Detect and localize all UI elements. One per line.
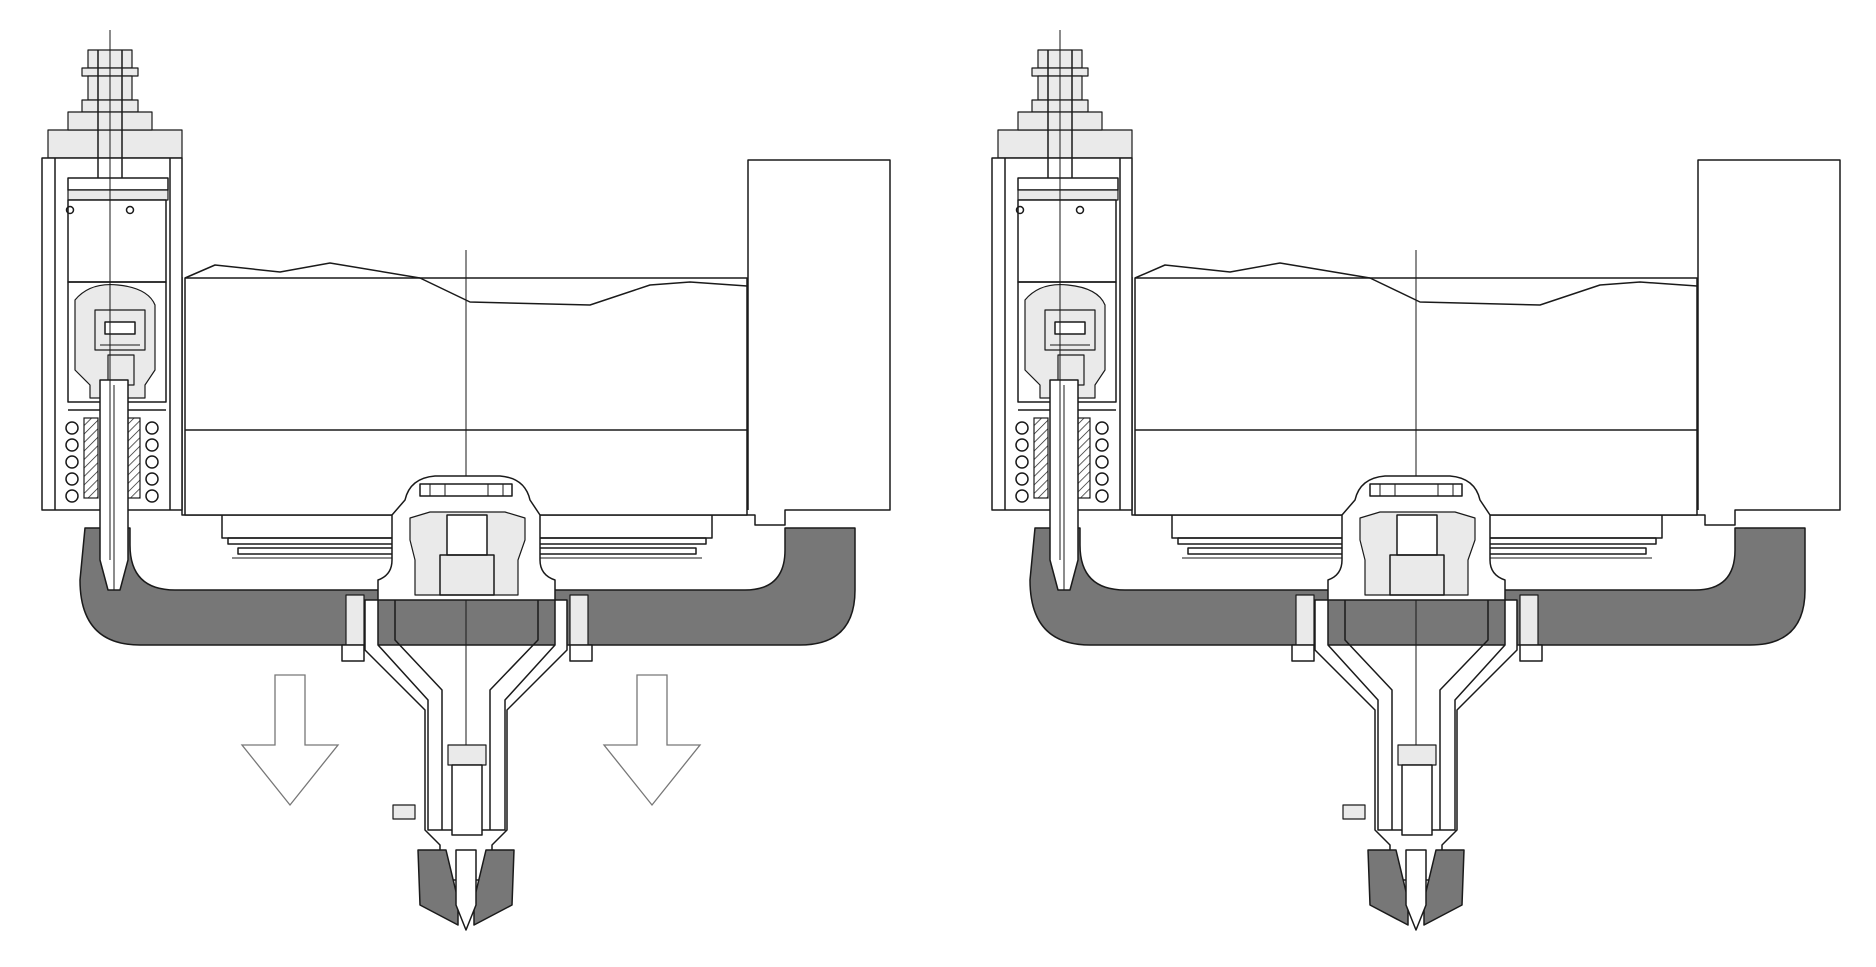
right-view	[991, 29, 1841, 931]
left-assembly	[41, 29, 891, 931]
right-assembly	[991, 29, 1841, 931]
down-arrow-right	[603, 674, 701, 806]
down-arrow-left	[241, 674, 339, 806]
left-view	[41, 29, 891, 931]
